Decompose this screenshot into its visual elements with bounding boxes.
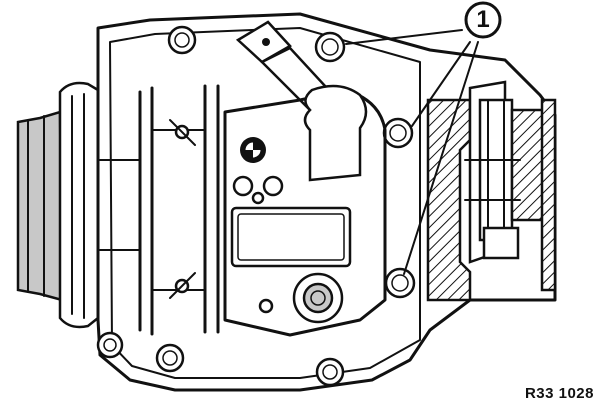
ring-gear: [99, 84, 220, 336]
callout-1: [464, 1, 502, 39]
callout-leaders: [345, 29, 479, 275]
cover-bolts: [96, 25, 416, 387]
bolt-top-center: [314, 31, 346, 63]
input-flange: [16, 81, 100, 329]
bolt-bottom-right: [315, 357, 345, 387]
bolt-top-left: [167, 25, 197, 55]
bmw-roundel-icon: [240, 137, 266, 163]
oil-filler-plug: [292, 272, 344, 324]
bolt-right-upper: [382, 117, 414, 149]
callout-number: 1: [476, 6, 490, 33]
output-section: [426, 80, 557, 302]
bolt-right-lower: [384, 267, 416, 299]
bolt-bottom-center: [155, 343, 185, 373]
reference-code: R33 1028: [524, 385, 594, 402]
inner-cover-plate: [223, 84, 387, 337]
bolt-bottom-left: [96, 331, 124, 359]
differential-housing: [96, 12, 557, 392]
